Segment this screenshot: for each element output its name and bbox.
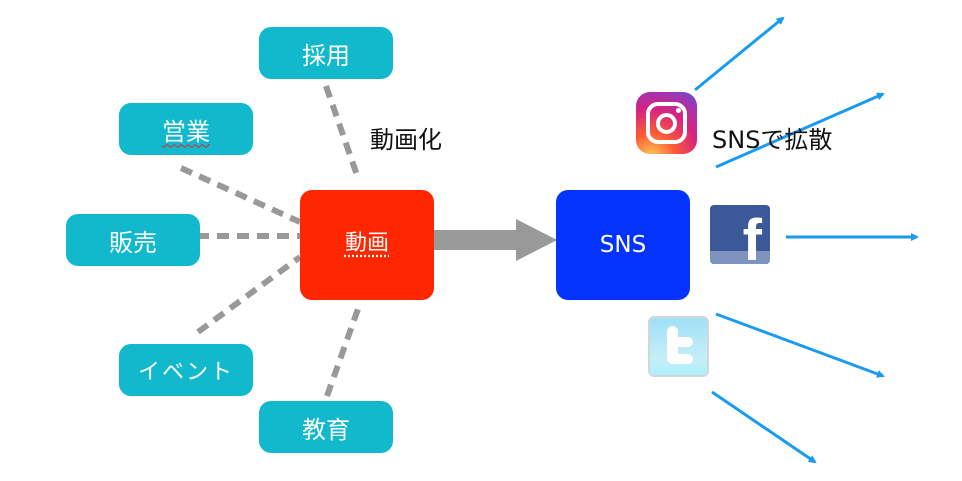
sns-node-label: SNS (599, 232, 647, 258)
video-node-label: 動画 (344, 231, 389, 256)
connector-education (324, 307, 361, 398)
connector-recruit (323, 85, 361, 179)
instagram-flash (676, 108, 681, 113)
facebook-f-glyph: f (742, 208, 762, 265)
facebook-bottom-band (710, 251, 770, 264)
spread-arrow-1 (694, 16, 785, 92)
twitter-icon (648, 316, 709, 377)
connector-event (196, 254, 302, 335)
category-node-retail: 販売 (66, 214, 200, 266)
category-label: 営業 (162, 117, 210, 146)
spread-arrow-4 (715, 312, 885, 378)
category-label: 教育 (302, 415, 350, 444)
category-label: 採用 (302, 41, 350, 70)
spread-arrow-5 (711, 390, 817, 464)
twitter-t-foot (667, 354, 693, 364)
instagram-icon (636, 92, 697, 154)
category-node-education: 教育 (259, 401, 393, 453)
video-caption: 動画化 (370, 126, 442, 154)
twitter-t-cross (667, 337, 693, 347)
category-label: イベント (137, 360, 234, 385)
instagram-camera-body (646, 102, 687, 144)
spread-arrow-2 (715, 92, 885, 169)
instagram-lens (656, 113, 677, 134)
video-node: 動画 (300, 190, 434, 300)
connector-sales (179, 165, 302, 225)
category-node-sales: 営業 (119, 103, 253, 155)
category-node-event: イベント (119, 344, 253, 396)
category-node-recruit: 採用 (259, 27, 393, 79)
facebook-icon: f (710, 205, 770, 264)
sns-caption: SNSで拡散 (712, 126, 833, 154)
flow-arrow (434, 219, 557, 261)
category-label: 販売 (109, 228, 157, 257)
sns-node: SNS (556, 190, 690, 300)
